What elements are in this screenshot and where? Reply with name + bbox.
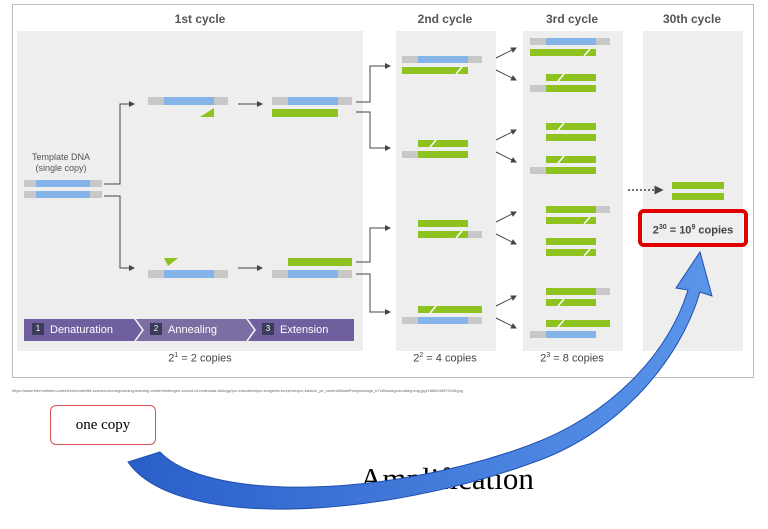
- cycle2-branch-lines: [356, 63, 391, 315]
- step-label: Denaturation: [50, 324, 113, 336]
- cycle1-branch-lines: [104, 101, 263, 271]
- result-exp2: 9: [691, 224, 696, 231]
- cycle1-top-annealing: [148, 97, 228, 117]
- cycle1-top-extension: [272, 97, 352, 117]
- cycle2-strands: [402, 56, 482, 324]
- step-bar: 1 Denaturation 2 Annealing 3 Extension: [24, 319, 354, 341]
- copies-exp: 1: [174, 352, 179, 359]
- step-annealing: 2 Annealing: [142, 319, 217, 341]
- one-copy-box: one copy: [50, 405, 156, 445]
- cycle1-bottom-annealing: [148, 258, 228, 278]
- cycle3-strands: [530, 38, 610, 338]
- step-bar-shape: [24, 319, 354, 341]
- cycle1-copies: 21 = 2 copies: [140, 352, 260, 365]
- amplification-arrow: [127, 250, 713, 510]
- copies-rest: = 4 copies: [423, 352, 477, 365]
- cycle3-title: 3rd cycle: [545, 12, 599, 26]
- result-base: 2: [652, 224, 659, 237]
- step-extension: 3 Extension: [254, 319, 328, 341]
- step-denaturation: 1 Denaturation: [24, 319, 113, 341]
- cycle2-title: 2nd cycle: [417, 12, 473, 26]
- template-label-line1: Template DNA: [31, 152, 91, 162]
- cycle1-bottom-extension: [272, 258, 352, 278]
- result-exp: 30: [658, 224, 667, 231]
- cycle2-panel: [396, 31, 496, 351]
- cycle30-title: 30th cycle: [662, 12, 722, 26]
- cycle30-strands: [628, 182, 724, 200]
- cycle3-panel: [523, 31, 623, 351]
- template-dna-label: Template DNA (single copy): [22, 152, 100, 174]
- cycle3-arrows: [495, 47, 517, 329]
- step-label: Extension: [280, 324, 329, 336]
- copies-base: 2: [413, 352, 420, 365]
- result-tail: copies: [695, 224, 734, 237]
- result-highlight-box: 230 = 109 copies: [638, 209, 748, 247]
- copies-rest: = 8 copies: [550, 352, 604, 365]
- step-num: 1: [32, 323, 44, 336]
- copies-rest: = 2 copies: [178, 352, 232, 365]
- copies-exp: 3: [546, 352, 551, 359]
- step-num: 3: [262, 323, 274, 336]
- copies-base: 2: [540, 352, 547, 365]
- cycle1-title: 1st cycle: [174, 12, 226, 26]
- result-mid: = 10: [666, 224, 692, 237]
- source-url: https://www.thermofisher.com/id/en/home/…: [12, 388, 463, 393]
- cycle2-copies: 22 = 4 copies: [385, 352, 505, 365]
- copies-exp: 2: [419, 352, 424, 359]
- template-label-line2: (single copy): [35, 163, 87, 173]
- template-dna-strands: [24, 180, 102, 198]
- step-label: Annealing: [168, 324, 217, 336]
- copies-base: 2: [168, 352, 175, 365]
- step-num: 2: [150, 323, 162, 336]
- cycle3-copies: 23 = 8 copies: [512, 352, 632, 365]
